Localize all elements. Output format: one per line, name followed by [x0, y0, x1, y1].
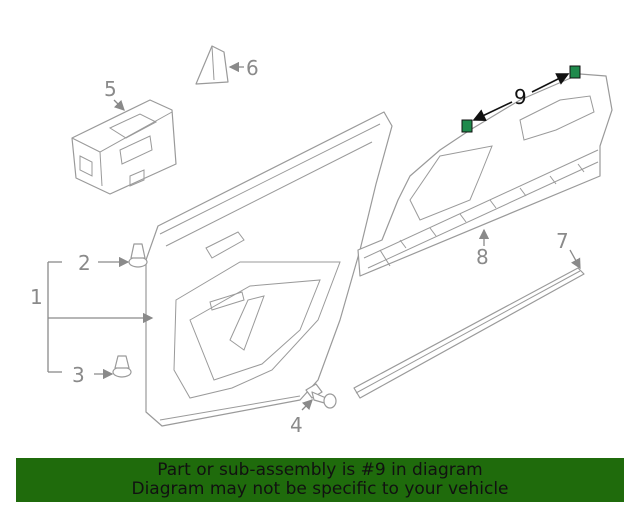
- leader-4: [301, 399, 313, 411]
- part-9-clip-left[interactable]: [461, 119, 473, 133]
- callout-7[interactable]: 7: [556, 229, 569, 253]
- banner-line-2: Diagram may not be specific to your vehi…: [131, 479, 509, 499]
- leader-5: [113, 99, 125, 111]
- callout-9[interactable]: 9: [514, 85, 527, 109]
- part-8-trim-molding[interactable]: [357, 73, 613, 277]
- banner-line-1: Part or sub-assembly is #9 in diagram: [157, 460, 483, 480]
- part-1-door-trim-panel[interactable]: [145, 111, 393, 427]
- part-9-clip-right[interactable]: [569, 65, 581, 79]
- part-2-clip[interactable]: [128, 243, 148, 268]
- callout-1-bracket: [47, 261, 154, 373]
- part-info-banner: Part or sub-assembly is #9 in diagram Di…: [16, 458, 624, 502]
- callout-3[interactable]: 3: [72, 363, 85, 387]
- leader-9-left: [472, 101, 513, 121]
- part-7-weatherstrip[interactable]: [353, 267, 585, 399]
- part-5-switch-bezel[interactable]: [71, 99, 177, 195]
- callout-6[interactable]: 6: [246, 56, 259, 80]
- callout-5[interactable]: 5: [104, 77, 117, 101]
- callout-1[interactable]: 1: [30, 285, 43, 309]
- part-4-screw[interactable]: [305, 383, 337, 409]
- callout-8[interactable]: 8: [476, 245, 489, 269]
- callout-4[interactable]: 4: [290, 413, 303, 437]
- part-3-clip[interactable]: [112, 355, 132, 378]
- leader-9-right: [531, 73, 570, 93]
- callout-2[interactable]: 2: [78, 251, 91, 275]
- leader-7: [569, 249, 581, 270]
- part-6-trim-wedge[interactable]: [195, 45, 229, 85]
